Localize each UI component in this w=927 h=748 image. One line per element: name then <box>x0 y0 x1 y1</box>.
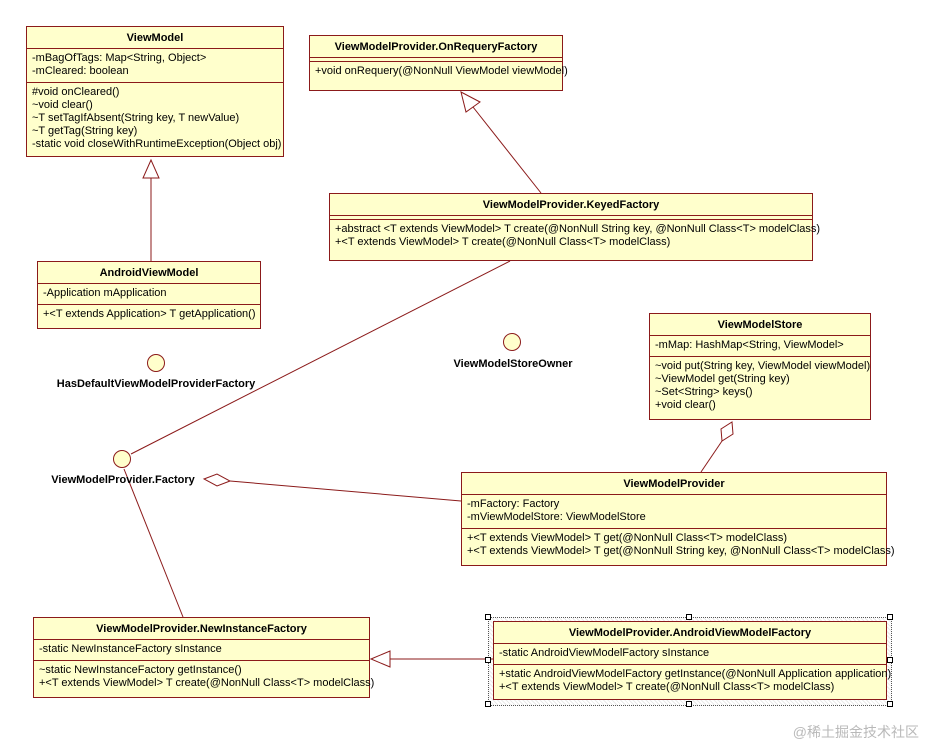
resize-handle-s[interactable] <box>686 701 692 707</box>
methods-section: +static AndroidViewModelFactory getInsta… <box>494 665 892 698</box>
aggregation-provider-factory <box>229 480 462 502</box>
field: -mViewModelStore: ViewModelStore <box>467 511 646 523</box>
interface-ball-icon <box>503 333 521 351</box>
resize-handle-nw[interactable] <box>485 614 491 620</box>
class-androidviewmodelfactory[interactable]: ViewModelProvider.AndroidViewModelFactor… <box>493 621 892 700</box>
method: +<T extends Application> T getApplicatio… <box>43 308 256 320</box>
realization-keyedfactory-factory <box>130 260 511 455</box>
method: +<T extends ViewModel> T create(@NonNull… <box>499 681 835 693</box>
method: +<T extends ViewModel> T create(@NonNull… <box>335 236 671 248</box>
method: ~void put(String key, ViewModel viewMode… <box>655 360 871 372</box>
method: #void onCleared() <box>32 86 120 98</box>
generalization-keyedfactory-onrequeryfactory <box>472 106 542 194</box>
interface-label: ViewModelStoreOwner <box>453 358 573 370</box>
class-viewmodelprovider[interactable]: ViewModelProvider -mFactory: Factory -mV… <box>461 472 895 566</box>
fields-section: -static AndroidViewModelFactory sInstanc… <box>494 644 886 665</box>
interface-ball-icon <box>113 450 131 468</box>
class-viewmodel[interactable]: ViewModel -mBagOfTags: Map<String, Objec… <box>26 26 284 157</box>
fields-section <box>330 216 812 220</box>
aggregation-diamond <box>202 473 232 487</box>
method: ~Set<String> keys() <box>655 386 753 398</box>
methods-section: #void onCleared() ~void clear() ~T setTa… <box>27 83 283 155</box>
generalization-arrowhead <box>460 91 481 113</box>
class-onrequeryfactory[interactable]: ViewModelProvider.OnRequeryFactory +void… <box>309 35 568 91</box>
aggregation-diamond <box>720 421 734 442</box>
method: ~void clear() <box>32 99 93 111</box>
method: +static AndroidViewModelFactory getInsta… <box>499 668 892 680</box>
methods-section: +abstract <T extends ViewModel> T create… <box>330 220 821 253</box>
realization-newinstancefactory-factory <box>123 468 184 618</box>
watermark: @稀土掘金技术社区 <box>792 724 919 740</box>
field: -static AndroidViewModelFactory sInstanc… <box>499 647 710 659</box>
method: -static void closeWithRuntimeException(O… <box>32 138 282 150</box>
method: +void onRequery(@NonNull ViewModel viewM… <box>315 65 568 77</box>
generalization-arrowhead <box>142 158 160 179</box>
class-name: ViewModelProvider.KeyedFactory <box>330 194 812 216</box>
class-name: AndroidViewModel <box>38 262 260 284</box>
method: +<T extends ViewModel> T get(@NonNull St… <box>467 545 895 557</box>
field: -static NewInstanceFactory sInstance <box>39 643 222 655</box>
method: +abstract <T extends ViewModel> T create… <box>335 223 821 235</box>
field: -mFactory: Factory <box>467 498 560 510</box>
methods-section: +<T extends ViewModel> T get(@NonNull Cl… <box>462 529 895 562</box>
resize-handle-sw[interactable] <box>485 701 491 707</box>
class-keyedfactory[interactable]: ViewModelProvider.KeyedFactory +abstract… <box>329 193 821 261</box>
method: +<T extends ViewModel> T create(@NonNull… <box>39 677 375 689</box>
resize-handle-se[interactable] <box>887 701 893 707</box>
class-name: ViewModelProvider <box>462 473 886 495</box>
methods-section: +<T extends Application> T getApplicatio… <box>38 305 260 325</box>
interface-label: ViewModelProvider.Factory <box>51 474 195 486</box>
field: -mCleared: boolean <box>32 65 129 77</box>
fields-section: -mMap: HashMap<String, ViewModel> <box>650 336 870 357</box>
method: ~T getTag(String key) <box>32 125 138 137</box>
field: -mMap: HashMap<String, ViewModel> <box>655 339 844 351</box>
class-newinstancefactory[interactable]: ViewModelProvider.NewInstanceFactory -st… <box>33 617 375 698</box>
class-name: ViewModelProvider.NewInstanceFactory <box>34 618 369 640</box>
methods-section: +void onRequery(@NonNull ViewModel viewM… <box>310 62 568 82</box>
method: ~T setTagIfAbsent(String key, T newValue… <box>32 112 240 124</box>
class-viewmodelstore[interactable]: ViewModelStore -mMap: HashMap<String, Vi… <box>649 313 871 420</box>
fields-section: -static NewInstanceFactory sInstance <box>34 640 369 661</box>
generalization-arrowhead <box>369 650 391 668</box>
resize-handle-n[interactable] <box>686 614 692 620</box>
fields-section: -Application mApplication <box>38 284 260 305</box>
resize-handle-e[interactable] <box>887 657 893 663</box>
aggregation-provider-store <box>700 440 723 473</box>
methods-section: ~static NewInstanceFactory getInstance()… <box>34 661 375 694</box>
method: ~static NewInstanceFactory getInstance() <box>39 664 242 676</box>
class-name: ViewModelProvider.AndroidViewModelFactor… <box>494 622 886 644</box>
fields-section: -mBagOfTags: Map<String, Object> -mClear… <box>27 49 283 83</box>
resize-handle-ne[interactable] <box>887 614 893 620</box>
class-name: ViewModel <box>27 27 283 49</box>
field: -mBagOfTags: Map<String, Object> <box>32 52 207 64</box>
method: ~ViewModel get(String key) <box>655 373 790 385</box>
methods-section: ~void put(String key, ViewModel viewMode… <box>650 357 870 416</box>
interface-ball-icon <box>147 354 165 372</box>
class-androidviewmodel[interactable]: AndroidViewModel -Application mApplicati… <box>37 261 261 329</box>
resize-handle-w[interactable] <box>485 657 491 663</box>
fields-section <box>310 58 562 62</box>
method: +<T extends ViewModel> T get(@NonNull Cl… <box>467 532 788 544</box>
fields-section: -mFactory: Factory -mViewModelStore: Vie… <box>462 495 886 529</box>
class-name: ViewModelProvider.OnRequeryFactory <box>310 36 562 58</box>
field: -Application mApplication <box>43 287 167 299</box>
method: +void clear() <box>655 399 716 411</box>
class-name: ViewModelStore <box>650 314 870 336</box>
interface-label: HasDefaultViewModelProviderFactory <box>56 378 256 390</box>
